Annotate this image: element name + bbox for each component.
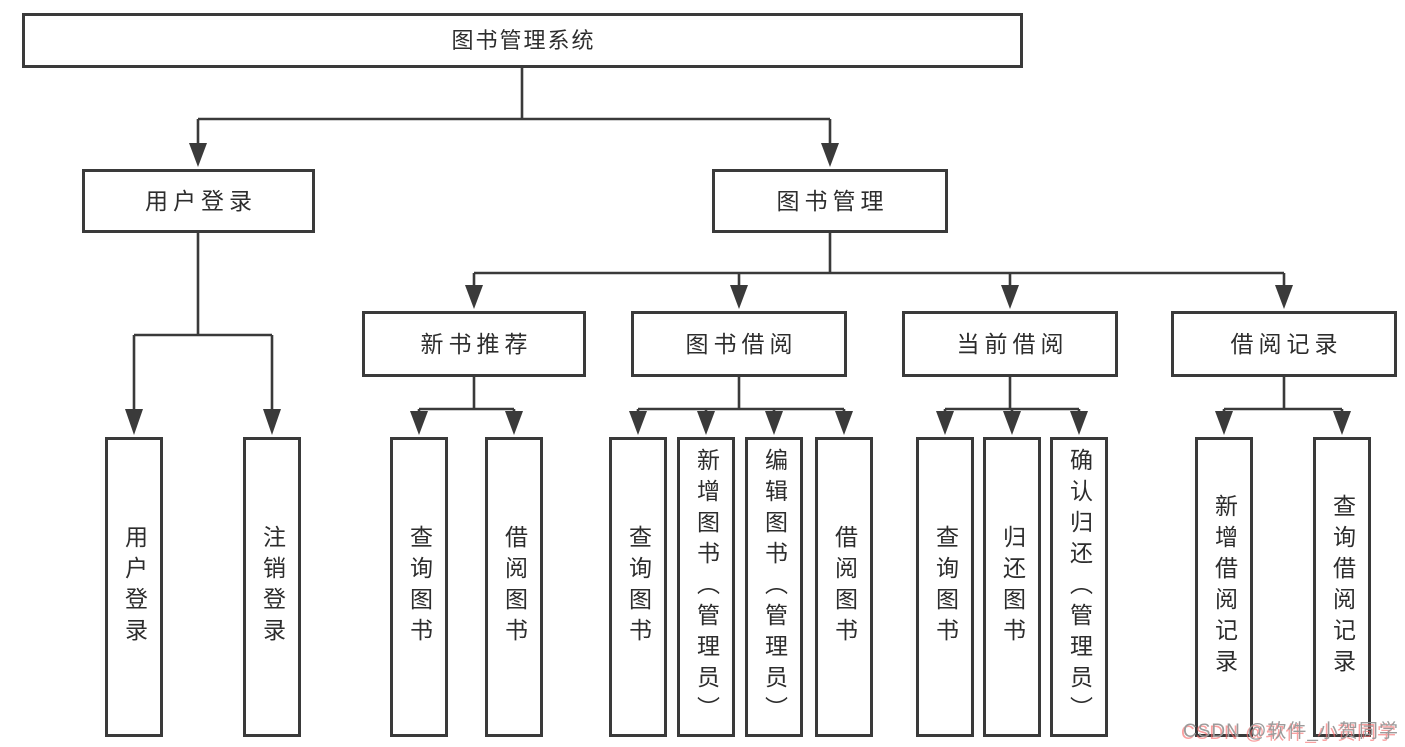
connector-root-split	[196, 68, 832, 145]
leaf-query-books: 查询图书	[916, 437, 974, 737]
arrowhead-leaf	[1333, 411, 1351, 435]
leaf-label: 新增图书（管理员）	[693, 447, 720, 727]
arrowhead-leaf	[1215, 411, 1233, 435]
connector-g3-split	[1222, 377, 1344, 412]
leaf-add-books-admin: 新增图书（管理员）	[677, 437, 735, 737]
leaf-label: 编辑图书（管理员）	[761, 447, 788, 727]
arrowhead-leaf	[697, 411, 715, 435]
leaf-query-books: 查询图书	[390, 437, 448, 737]
arrowhead-group	[730, 285, 748, 309]
leaf-label: 查询图书	[625, 525, 652, 649]
connector-userlogin-split	[132, 233, 274, 410]
leaf-borrow-books: 借阅图书	[815, 437, 873, 737]
connector-g2-split	[943, 377, 1081, 412]
arrowhead-book-mgmt	[821, 143, 839, 167]
leaf-add-borrow-record: 新增借阅记录	[1195, 437, 1253, 737]
leaf-user-login: 用户登录	[105, 437, 163, 737]
leaf-logout: 注销登录	[243, 437, 301, 737]
node-label: 借阅记录	[1230, 330, 1343, 357]
node-book-borrow: 图书借阅	[631, 311, 847, 377]
leaf-query-borrow-record: 查询借阅记录	[1313, 437, 1371, 737]
arrowhead-leaf	[835, 411, 853, 435]
node-label: 新书推荐	[420, 330, 533, 357]
leaf-label: 注销登录	[259, 525, 286, 649]
leaf-label: 确认归还（管理员）	[1066, 447, 1093, 727]
arrowhead-leaf	[410, 411, 428, 435]
arrowhead-leaf	[125, 409, 143, 435]
node-library-system-root: 图书管理系统	[22, 13, 1023, 68]
leaf-confirm-return-admin: 确认归还（管理员）	[1050, 437, 1108, 737]
node-label: 图书管理	[776, 187, 889, 214]
leaf-label: 查询图书	[406, 525, 433, 649]
arrowhead-leaf	[765, 411, 783, 435]
leaf-label: 归还图书	[999, 525, 1026, 649]
node-current-borrow: 当前借阅	[902, 311, 1118, 377]
leaf-label: 借阅图书	[501, 525, 528, 649]
node-book-management-branch: 图书管理	[712, 169, 948, 233]
node-label: 图书管理系统	[451, 27, 596, 53]
arrowhead-leaf	[263, 409, 281, 435]
leaf-label: 新增借阅记录	[1211, 494, 1238, 680]
connector-bookmgmt-split	[472, 233, 1286, 286]
connector-g0-split	[417, 377, 516, 412]
arrowhead-leaf	[936, 411, 954, 435]
node-new-book-recommend: 新书推荐	[362, 311, 586, 377]
arrowhead-leaf	[629, 411, 647, 435]
leaf-query-books: 查询图书	[609, 437, 667, 737]
leaf-edit-books-admin: 编辑图书（管理员）	[745, 437, 803, 737]
connector-g1-split	[636, 377, 846, 412]
arrowhead-leaf	[1003, 411, 1021, 435]
arrowhead-group	[465, 285, 483, 309]
node-user-login-branch: 用户登录	[82, 169, 315, 233]
leaf-label: 查询借阅记录	[1329, 494, 1356, 680]
arrowhead-user-login	[189, 143, 207, 167]
arrowhead-group	[1001, 285, 1019, 309]
node-label: 图书借阅	[685, 330, 798, 357]
leaf-label: 用户登录	[121, 525, 148, 649]
node-label: 当前借阅	[956, 330, 1069, 357]
leaf-return-books: 归还图书	[983, 437, 1041, 737]
leaf-label: 查询图书	[932, 525, 959, 649]
csdn-watermark: CSDN @软件_小贺同学	[1183, 721, 1399, 742]
arrowhead-leaf	[1070, 411, 1088, 435]
leaf-label: 借阅图书	[831, 525, 858, 649]
node-borrow-records: 借阅记录	[1171, 311, 1397, 377]
leaf-borrow-books: 借阅图书	[485, 437, 543, 737]
arrowhead-leaf	[505, 411, 523, 435]
node-label: 用户登录	[145, 187, 257, 214]
arrowhead-group	[1275, 285, 1293, 309]
